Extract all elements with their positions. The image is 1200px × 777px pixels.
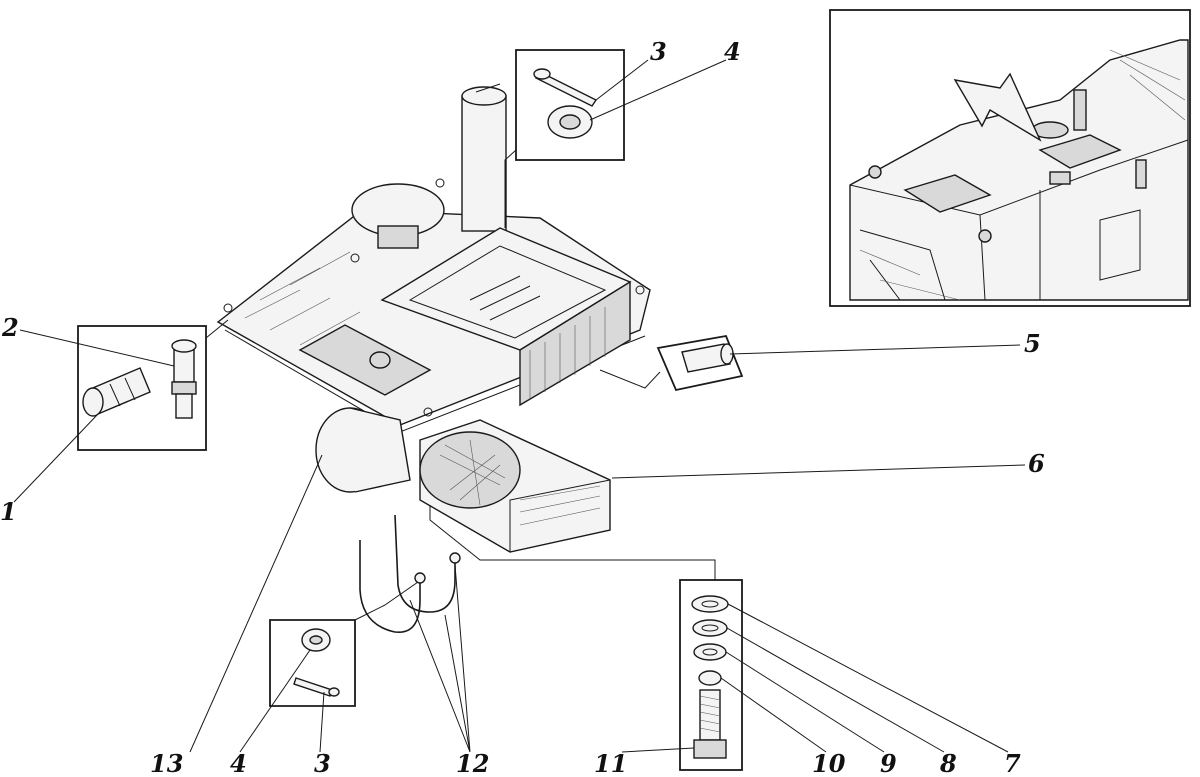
callout-8: 8 bbox=[940, 749, 957, 777]
callout-9: 9 bbox=[880, 749, 897, 777]
callout-7: 7 bbox=[1004, 749, 1021, 777]
callout-3-top: 3 bbox=[650, 37, 667, 66]
leader-lines bbox=[13, 59, 1026, 753]
detail-box-fasteners bbox=[429, 505, 743, 771]
callout-6: 6 bbox=[1028, 449, 1045, 478]
detail-box-filter bbox=[77, 319, 229, 451]
callout-1: 1 bbox=[0, 497, 17, 526]
detail-box-pin-washer-bottom bbox=[269, 604, 386, 707]
callout-4-bottom: 4 bbox=[230, 749, 247, 777]
callout-3-bottom: 3 bbox=[314, 749, 331, 777]
callout-5: 5 bbox=[1024, 329, 1041, 358]
heater-assembly bbox=[216, 83, 651, 553]
spring-clips bbox=[359, 514, 461, 633]
callout-10: 10 bbox=[812, 749, 846, 777]
inset-vehicle-view bbox=[829, 9, 1191, 307]
detail-box-pin-washer-top bbox=[504, 49, 625, 228]
callout-12: 12 bbox=[456, 749, 490, 777]
callout-11: 11 bbox=[594, 749, 628, 777]
detail-box-sleeve bbox=[599, 334, 744, 392]
callout-2: 2 bbox=[2, 313, 19, 342]
callout-4-top: 4 bbox=[724, 37, 741, 66]
callout-13: 13 bbox=[150, 749, 184, 777]
